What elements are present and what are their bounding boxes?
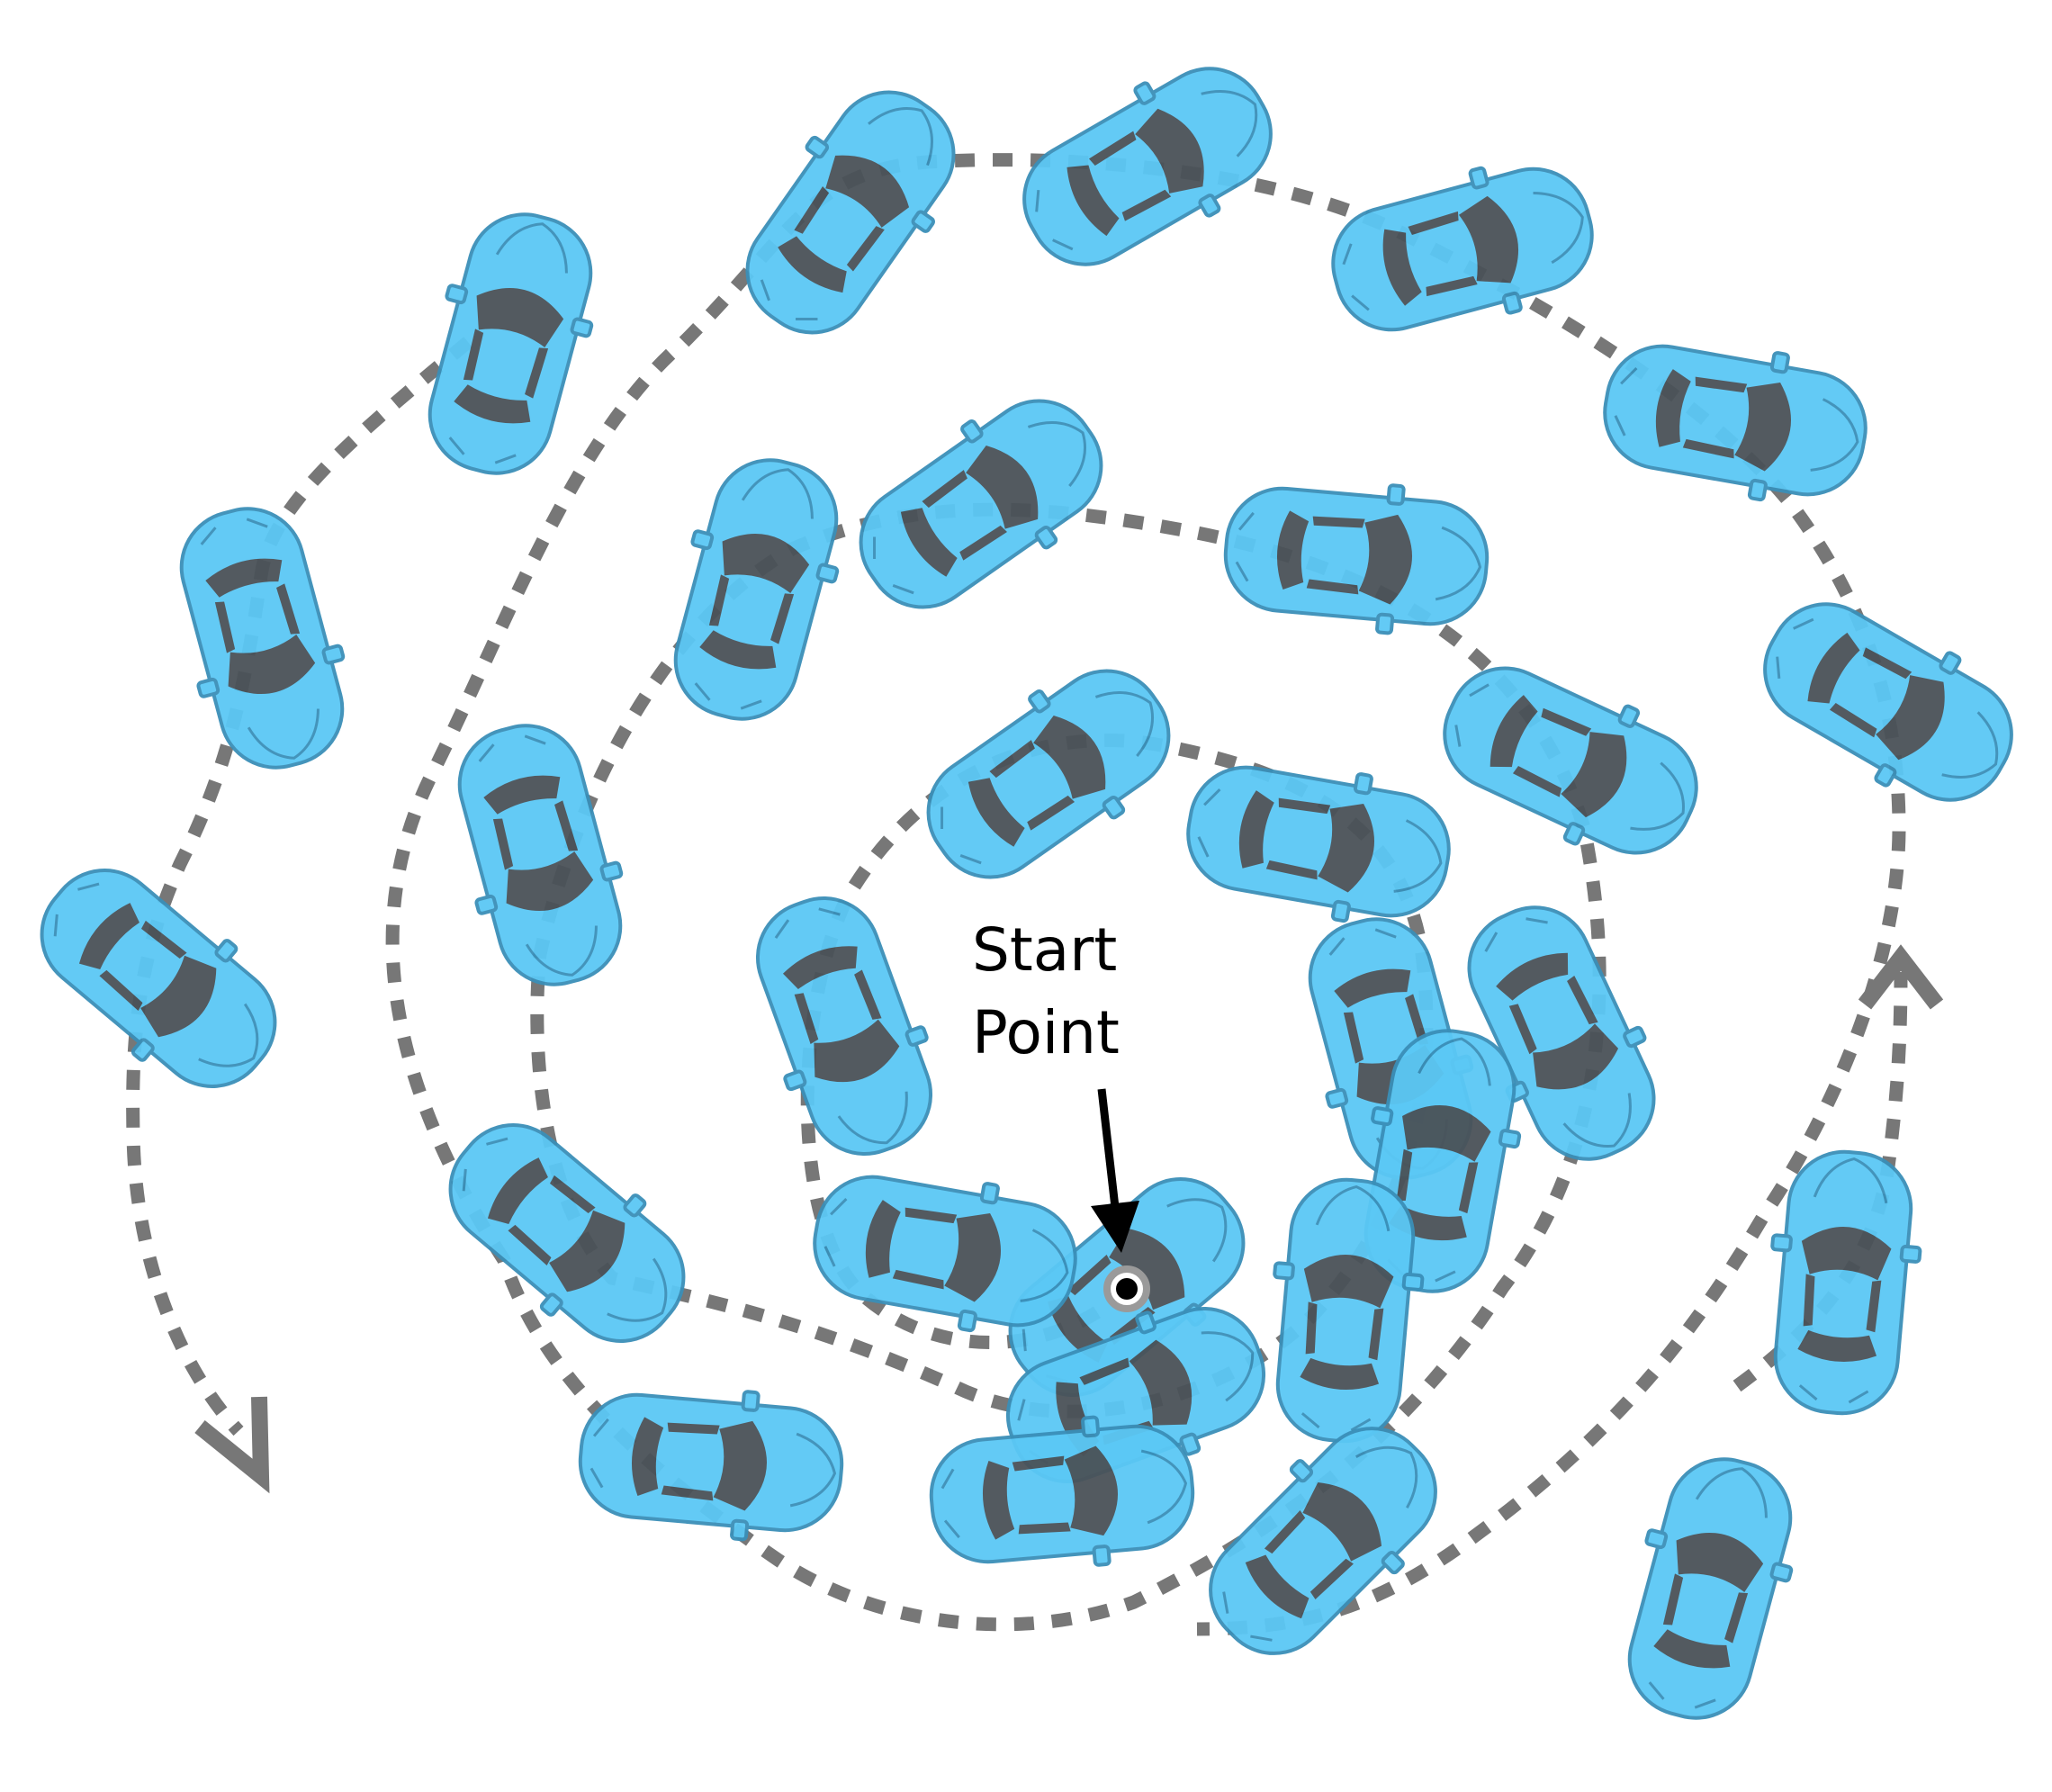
cars-layer <box>9 35 2040 1736</box>
start-point-label-line1: Start <box>972 915 1118 985</box>
car-icon <box>1603 1441 1817 1736</box>
car-icon <box>830 366 1132 642</box>
direction-arrow-icon <box>194 1396 270 1494</box>
car-icon <box>1174 744 1462 939</box>
car-icon <box>728 876 960 1176</box>
car-icon <box>649 442 863 737</box>
car-icon <box>801 1154 1089 1348</box>
car-icon <box>572 1375 850 1550</box>
car-icon <box>713 61 988 364</box>
start-point-label-line2: Point <box>972 998 1120 1067</box>
start-point-marker-icon <box>1103 1265 1150 1312</box>
car-icon <box>1218 469 1495 644</box>
car-icon <box>1736 571 2040 833</box>
car-icon <box>897 636 1200 912</box>
car-icon <box>1418 636 1723 885</box>
outer-left-path <box>126 337 472 1436</box>
car-icon <box>155 491 369 786</box>
start-point-label: Start Point <box>972 909 1206 1075</box>
car-icon <box>1756 1144 1930 1421</box>
car-icon <box>1591 323 1879 518</box>
car-icon <box>433 707 647 1003</box>
car-icon <box>923 1407 1201 1581</box>
car-icon <box>403 196 617 491</box>
pointer-arrow-icon <box>1091 1088 1139 1253</box>
car-icon <box>9 835 308 1121</box>
direction-arrow-icon <box>1858 944 1944 1010</box>
car-icon <box>995 35 1300 298</box>
car-icon <box>418 1090 716 1376</box>
car-icon <box>1315 142 1610 356</box>
